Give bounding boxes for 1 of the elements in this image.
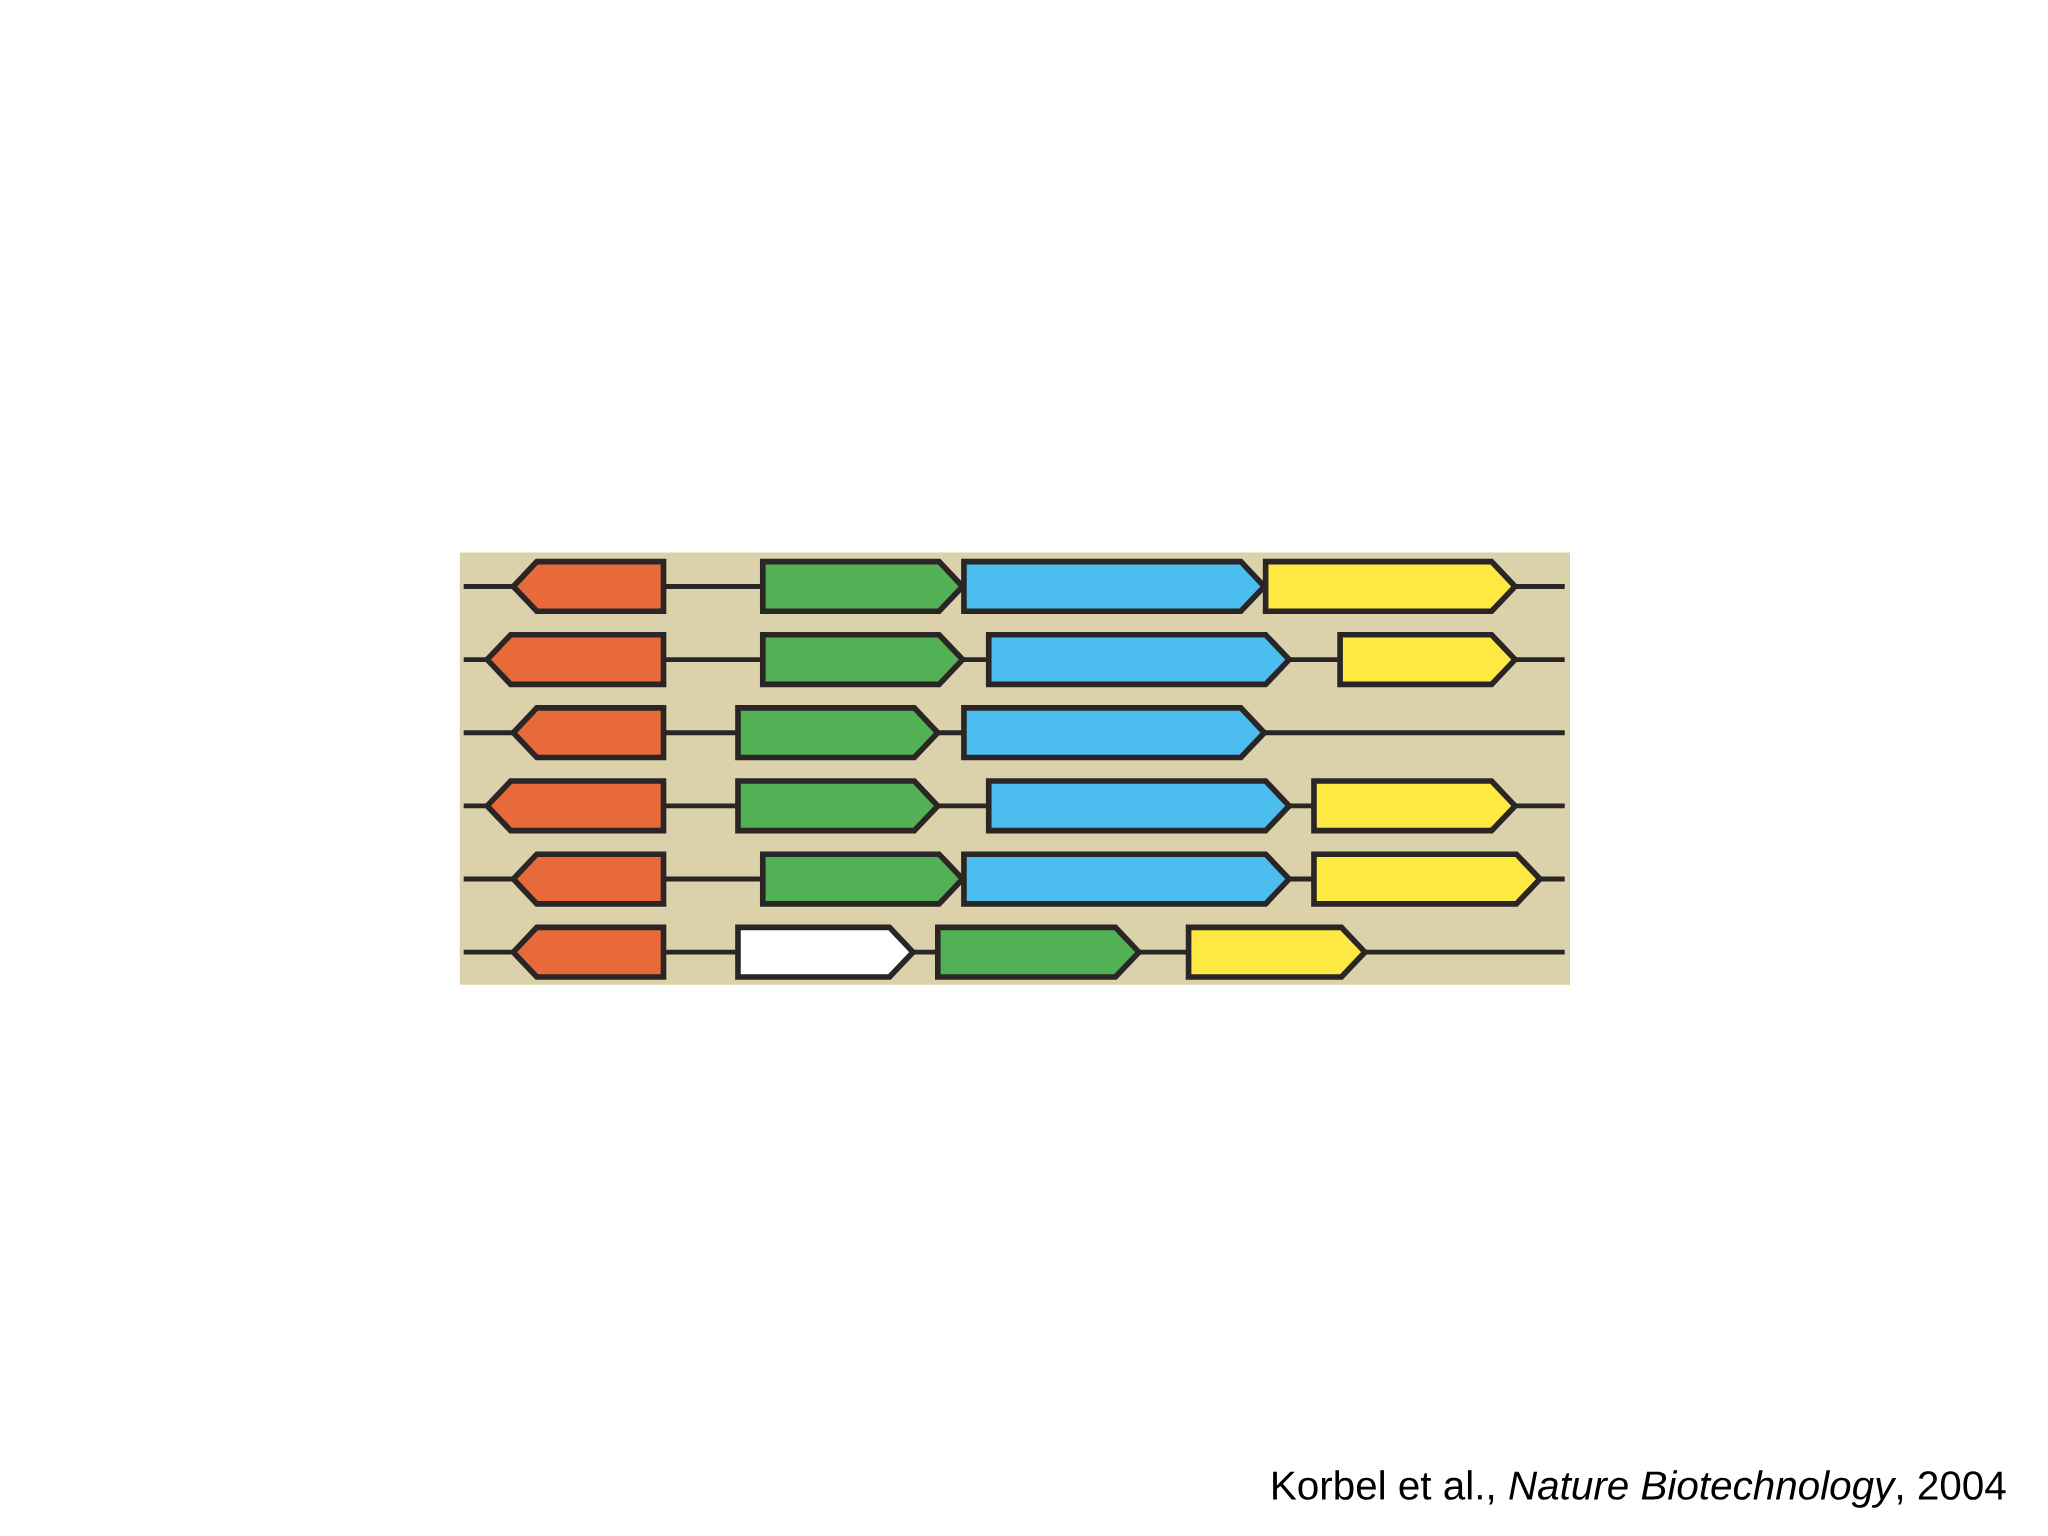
caption: Korbel et al., Nature Biotechnology, 2004 <box>1273 1470 2006 1508</box>
